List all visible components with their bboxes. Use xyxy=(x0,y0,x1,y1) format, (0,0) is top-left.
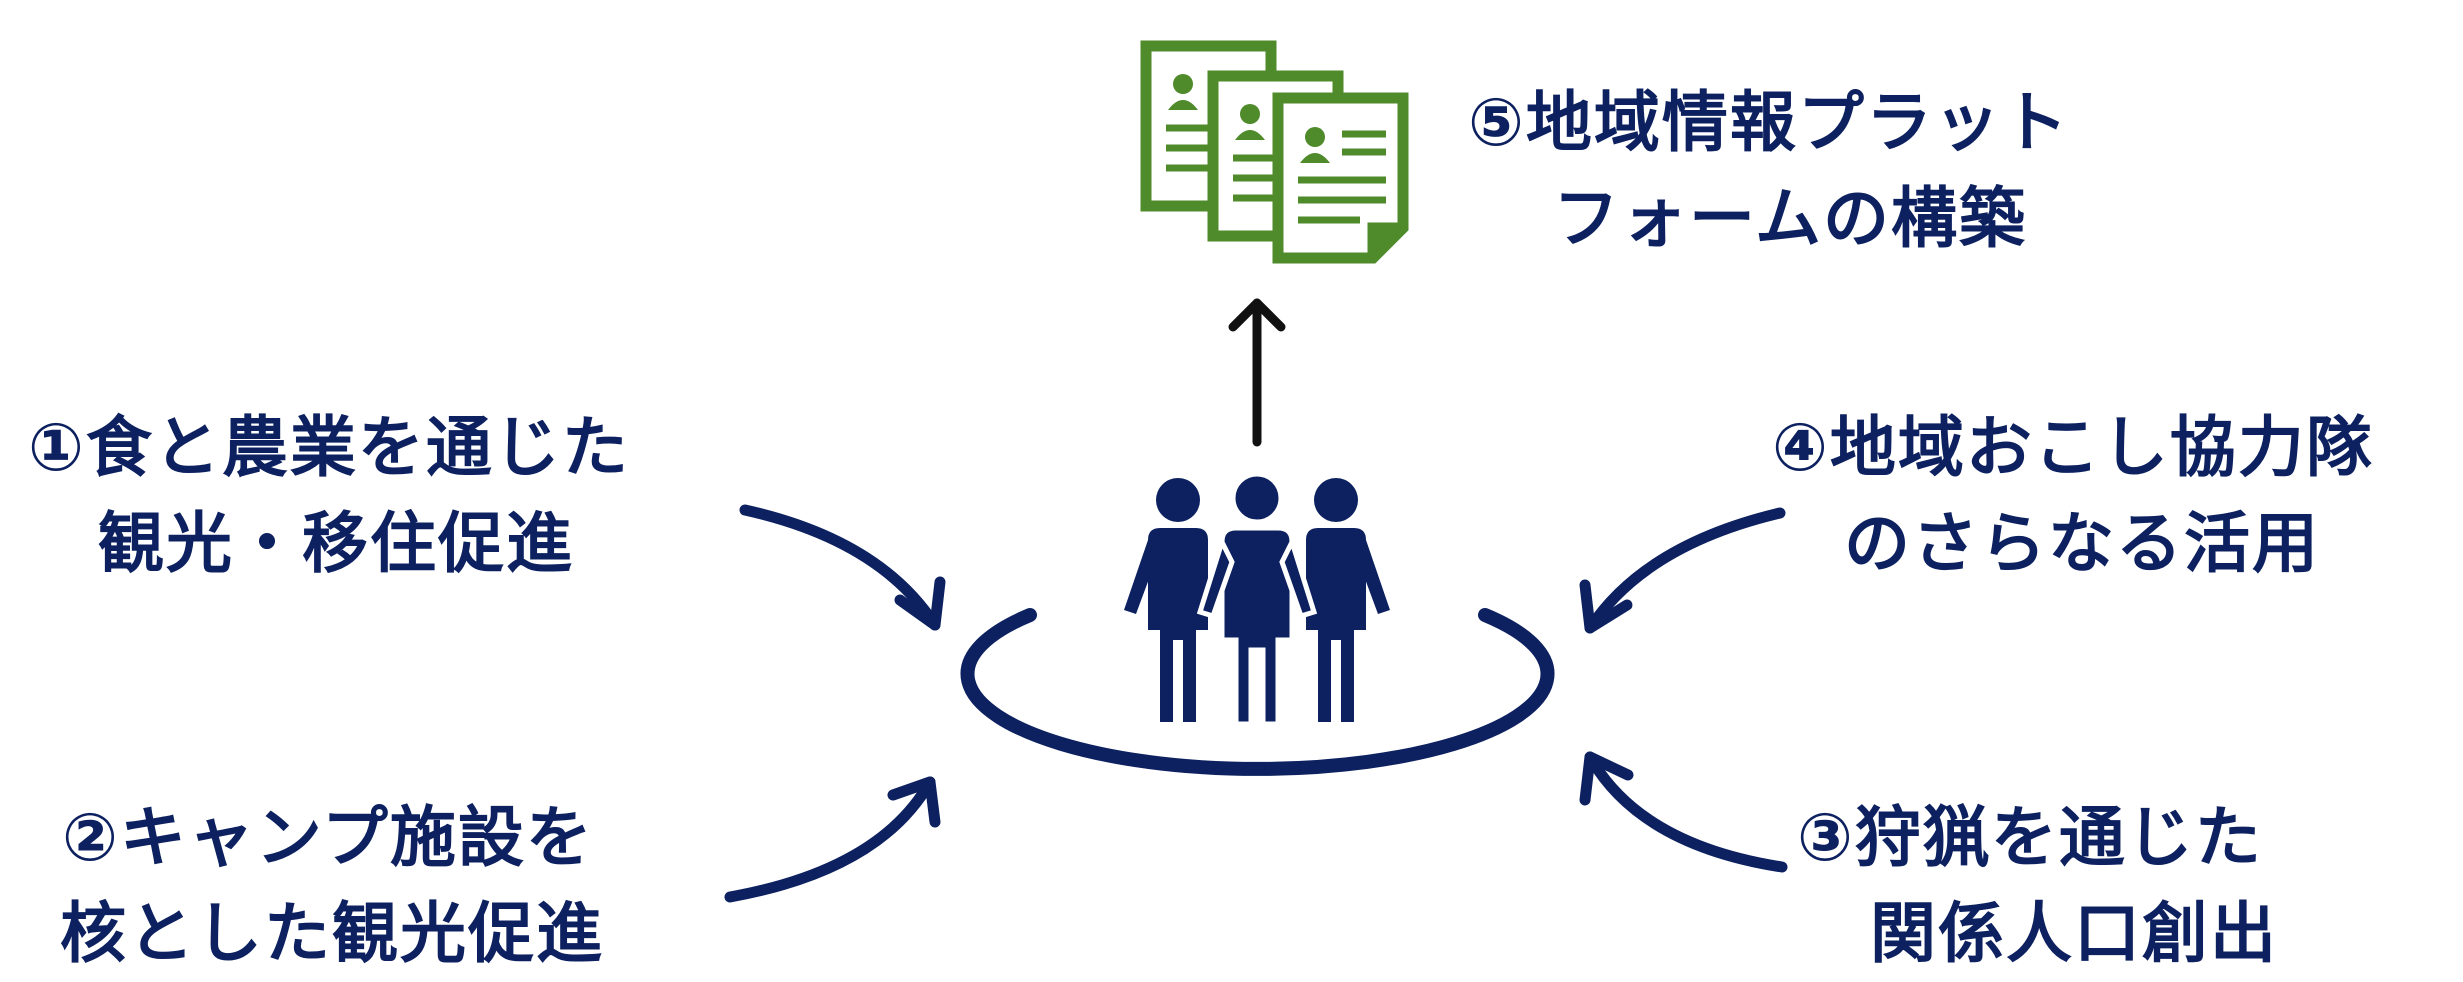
item-5-line1: ⑤地域情報プラット xyxy=(1468,84,2070,161)
item-2-label: ②キャンプ施設を 核とした観光促進 xyxy=(60,790,604,982)
item-1-line2: 観光・移住促進 xyxy=(98,505,574,582)
person-left-icon xyxy=(1124,478,1208,722)
arrow-from-item-2 xyxy=(724,776,941,903)
item-3-label: ③狩猟を通じた 関係人口創出 xyxy=(1797,790,2278,982)
person-right-icon xyxy=(1306,478,1390,722)
item-2-line2: 核とした観光促進 xyxy=(60,895,604,972)
document-front-icon xyxy=(1272,92,1409,264)
item-4-line2: のさらなる活用 xyxy=(1844,505,2320,582)
item-5-line2: フォームの構築 xyxy=(1553,180,2028,257)
person-center-icon xyxy=(1196,471,1318,727)
item-3-line1: ③狩猟を通じた xyxy=(1797,799,2263,876)
arrow-from-item-3 xyxy=(1579,751,1788,873)
up-arrow-icon xyxy=(1228,298,1286,447)
people-group-icon xyxy=(1124,471,1390,727)
community-ring xyxy=(960,608,1555,776)
arrow-from-item-1 xyxy=(739,504,946,631)
item-1-line1: ①食と農業を通じた xyxy=(28,409,630,486)
arrow-from-item-4 xyxy=(1579,507,1786,634)
item-1-label: ①食と農業を通じた 観光・移住促進 xyxy=(28,400,630,592)
item-5-label: ⑤地域情報プラット フォームの構築 xyxy=(1468,75,2070,267)
item-2-line1: ②キャンプ施設を xyxy=(62,799,594,876)
document-stack-icon xyxy=(1140,40,1409,264)
item-3-line2: 関係人口創出 xyxy=(1870,895,2278,972)
item-4-line1: ④地域おこし協力隊 xyxy=(1772,409,2374,486)
item-4-label: ④地域おこし協力隊 のさらなる活用 xyxy=(1772,400,2374,592)
